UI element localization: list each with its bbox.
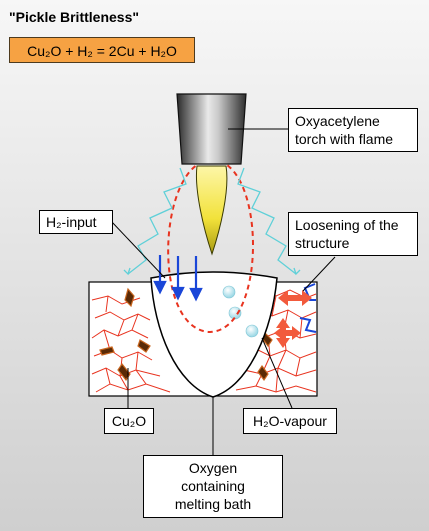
page-title: "Pickle Brittleness": [9, 9, 139, 25]
h2-input-arrows: [153, 255, 203, 302]
heat-circulation-loop: [167, 158, 254, 334]
torch-label: Oxyacetylene torch with flame: [288, 108, 418, 152]
loosening-label-line-1: Loosening of the: [295, 217, 399, 233]
melting-bath-label-line-1: Oxygen: [188, 460, 238, 476]
loosening-label-line-2: structure: [295, 235, 350, 251]
h2o-vapour-bubbles: [222, 285, 259, 338]
h2o-vapour-label: H₂O-vapour: [243, 408, 337, 434]
melting-bath-label-line-2: containing: [181, 478, 245, 494]
melting-bath: [150, 271, 278, 398]
structure-cracks: [299, 283, 317, 333]
h2-input-label: H₂-input: [39, 210, 113, 234]
flame: [195, 165, 228, 256]
cu2o-label: Cu₂O: [104, 408, 154, 434]
loosening-label: Loosening of the structure: [288, 212, 418, 256]
expansion-arrows: [274, 290, 312, 348]
torch-body: [176, 93, 247, 165]
cu2o-inclusions: [99, 287, 273, 382]
melting-bath-label-line-3: melting bath: [174, 496, 252, 512]
torch-label-line-2: torch with flame: [295, 131, 394, 147]
melting-bath-label: Oxygen containing melting bath: [143, 455, 283, 518]
leader-lines: [110, 128, 336, 455]
reaction-equation: Cu₂O + H₂ = 2Cu + H₂O: [9, 37, 195, 63]
torch-label-line-1: Oxyacetylene: [295, 113, 380, 129]
